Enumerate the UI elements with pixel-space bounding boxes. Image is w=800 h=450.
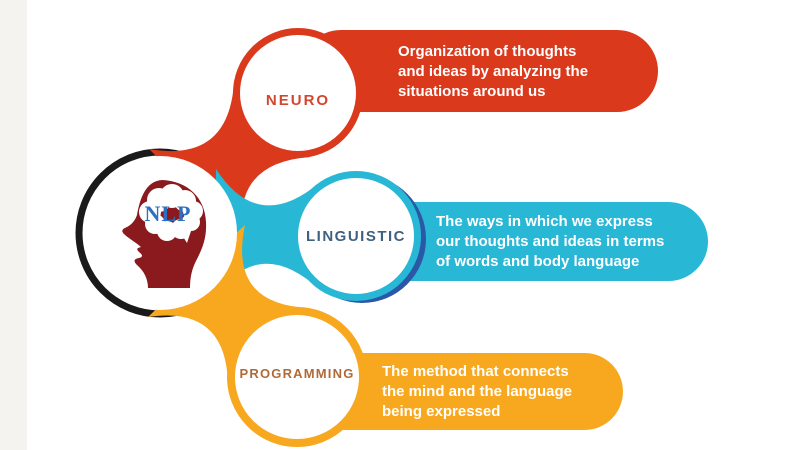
head-brain-icon [122,180,207,288]
neuro-bar [300,30,658,112]
linguistic-bar [330,202,708,281]
brain-shape [139,184,203,243]
neuro-circle [233,28,363,158]
neuro-label: NEURO [265,92,331,109]
programming-label: PROGRAMMING [239,366,355,381]
linguistic-circle [291,171,421,301]
programming-circle [227,307,367,447]
left-margin-strip [0,0,27,450]
neuro-description: Organization of thoughts and ideas by an… [398,43,589,100]
programming-bar [290,353,623,430]
linguistic-label: LINGUISTIC [306,228,406,245]
center-label: NLP [144,201,192,226]
linguistic-description: The ways in which we express our thought… [436,213,665,270]
programming-description: The method that connects the mind and th… [382,363,573,420]
